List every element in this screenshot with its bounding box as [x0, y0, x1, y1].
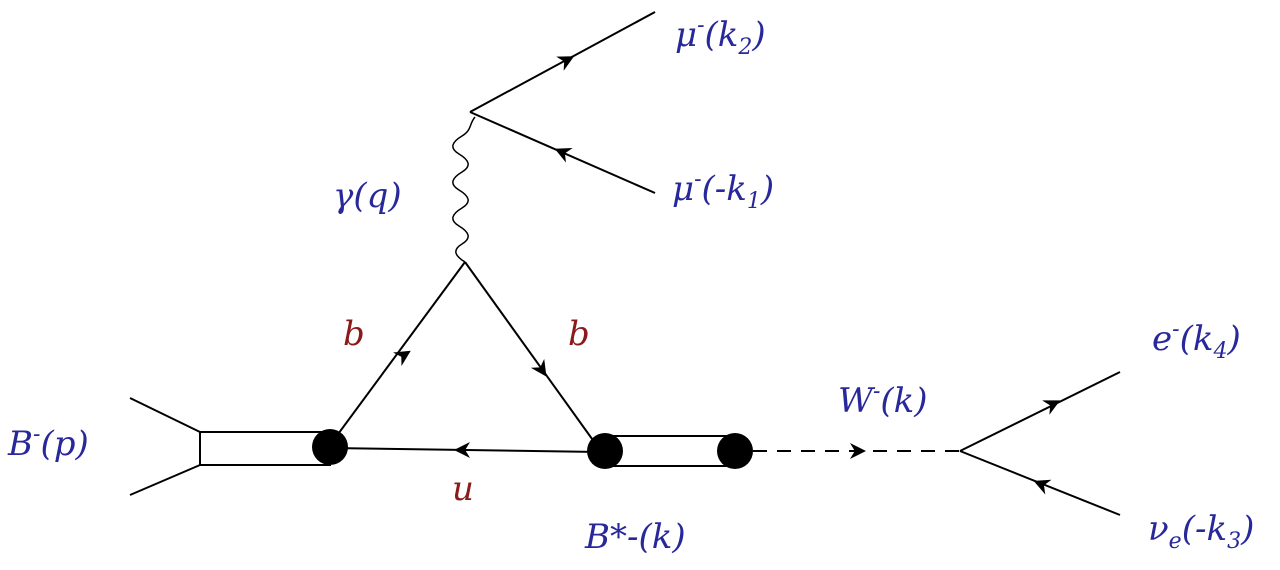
label-w-minus-k: W-(k) [838, 379, 928, 421]
label-b-star-k: B*-(k) [584, 517, 686, 557]
label-mu-minus-neg-k1: μ-(-k1) [672, 167, 774, 214]
label-b-right: b [568, 314, 590, 354]
muon-outgoing-line [469, 11, 656, 113]
muon-incoming-line [469, 111, 656, 194]
b-quark-right-line [464, 261, 601, 451]
label-nu-e-neg-k3: νe(-k3) [1148, 509, 1254, 554]
b-meson-leg-upper [129, 397, 201, 433]
label-mu-minus-k2: μ-(k2) [675, 13, 766, 60]
b-meson-box [199, 431, 331, 466]
vertex-blob-middle [587, 433, 623, 469]
label-e-minus-k4: e-(k4) [1152, 317, 1241, 364]
photon-line [452, 116, 476, 263]
label-b-minus-p: B-(p) [7, 422, 89, 464]
vertex-blob-left [312, 429, 348, 465]
electron-line [959, 371, 1121, 452]
label-u-quark: u [452, 469, 474, 509]
neutrino-line [959, 450, 1121, 516]
b-meson-leg-lower [129, 464, 201, 496]
label-photon: γ(q) [333, 176, 402, 216]
label-b-left: b [343, 314, 365, 354]
u-quark-line [329, 447, 601, 453]
vertex-blob-right [717, 433, 753, 469]
